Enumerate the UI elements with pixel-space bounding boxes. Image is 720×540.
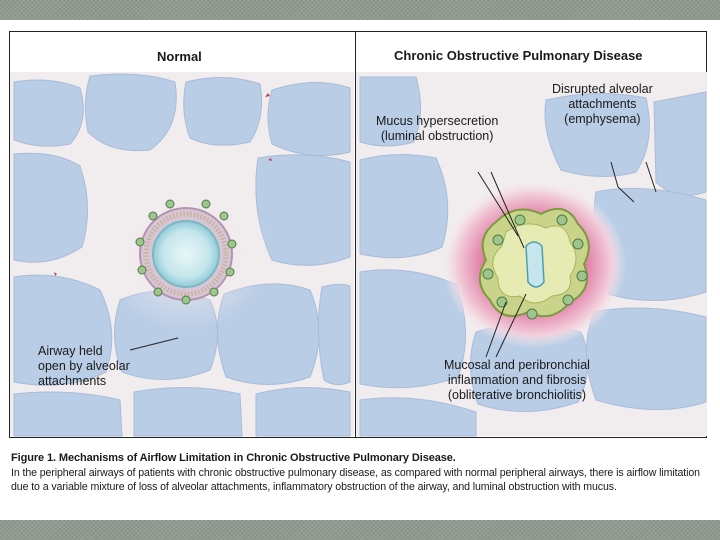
caption-body: In the peripheral airways of patients wi… (11, 467, 711, 494)
slide-top-band (0, 0, 720, 20)
label-line: (obliterative bronchiolitis) (444, 388, 590, 403)
caption-figure-title: Mechanisms of Airflow Limitation in Chro… (59, 452, 456, 464)
caption-title: Figure 1. Mechanisms of Airflow Limitati… (11, 452, 711, 464)
label-line: Disrupted alveolar (552, 82, 653, 97)
label-line: open by alveolar (38, 359, 130, 374)
copd-panel-title: Chronic Obstructive Pulmonary Disease (394, 48, 643, 63)
label-line: Airway held (38, 344, 130, 359)
disrupted-attachments-label: Disrupted alveolar attachments (emphysem… (552, 82, 653, 127)
label-line: (luminal obstruction) (376, 129, 498, 144)
figure-caption: Figure 1. Mechanisms of Airflow Limitati… (11, 452, 711, 494)
label-line: inflammation and fibrosis (444, 373, 590, 388)
label-line: Mucosal and peribronchial (444, 358, 590, 373)
airway-held-open-label: Airway held open by alveolar attachments (38, 344, 130, 389)
label-line: (emphysema) (552, 112, 653, 127)
normal-panel-title: Normal (157, 49, 202, 64)
label-line: attachments (38, 374, 130, 389)
caption-figure-label: Figure 1. (11, 452, 56, 464)
mucosal-inflammation-label: Mucosal and peribronchial inflammation a… (444, 358, 590, 403)
mucus-hypersecretion-label: Mucus hypersecretion (luminal obstructio… (376, 114, 498, 144)
label-line: attachments (552, 97, 653, 112)
slide-bottom-band (0, 520, 720, 540)
label-line: Mucus hypersecretion (376, 114, 498, 129)
